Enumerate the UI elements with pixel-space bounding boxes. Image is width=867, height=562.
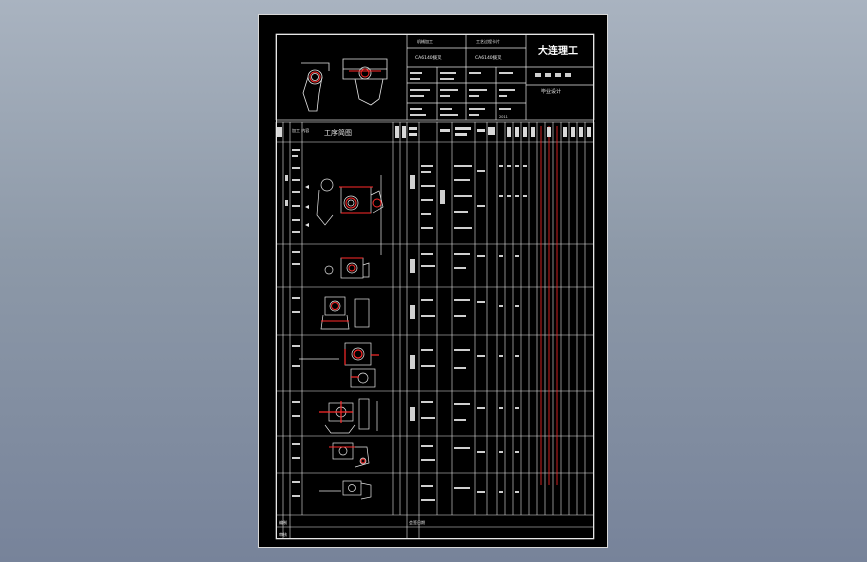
process-sketch-3 (320, 296, 370, 330)
header-label-2: 工艺过程卡片 (476, 38, 500, 44)
process-card-drawing: 大连理工 毕业设计 机械加工 工艺过程卡片 CA6140拨叉 CA6140拨叉 … (275, 33, 595, 540)
school-title: 大连理工 (538, 44, 578, 57)
process-sketch-5-red (319, 401, 353, 423)
part-overview-red-marks (309, 68, 381, 83)
red-column-markers (540, 126, 558, 485)
process-sketch-2 (324, 257, 370, 279)
footer-label-1: 编制 (279, 519, 287, 525)
title-block-fill-text (410, 72, 571, 116)
process-sketch-1-red (339, 186, 382, 214)
process-sketch-6 (332, 442, 370, 468)
arrow-marks-1 (305, 185, 309, 227)
drawing-border (276, 34, 594, 539)
header-label-1: 机械加工 (417, 38, 433, 44)
steps-header: 加工 内容 (292, 127, 309, 133)
process-sketch-7 (319, 480, 372, 500)
process-sketch-3-red (321, 302, 349, 322)
process-sketch-header: 工序简图 (324, 128, 352, 137)
process-sketch-4 (299, 342, 376, 388)
row-text-fragments (285, 149, 527, 501)
part-name-2: CA6140拨叉 (475, 54, 502, 61)
footer-label-2: 审核 (279, 531, 287, 537)
process-sketch-5 (324, 398, 378, 434)
process-sketch-6-red (329, 446, 366, 464)
footer-label-3: 会签日期 (409, 519, 425, 525)
title-block (275, 33, 595, 121)
process-sketch-2-red (341, 257, 363, 272)
part-name-1: CA6140拨叉 (415, 54, 442, 61)
process-sketch-4-red (344, 349, 379, 378)
drawing-sheet: 大连理工 毕业设计 机械加工 工艺过程卡片 CA6140拨叉 CA6140拨叉 … (258, 14, 608, 548)
date-text: 2011 (499, 115, 508, 119)
subtitle-text: 毕业设计 (541, 88, 561, 95)
part-overview-sketch (301, 58, 388, 112)
header-cell-text (277, 126, 591, 138)
process-table-grid (275, 121, 595, 540)
